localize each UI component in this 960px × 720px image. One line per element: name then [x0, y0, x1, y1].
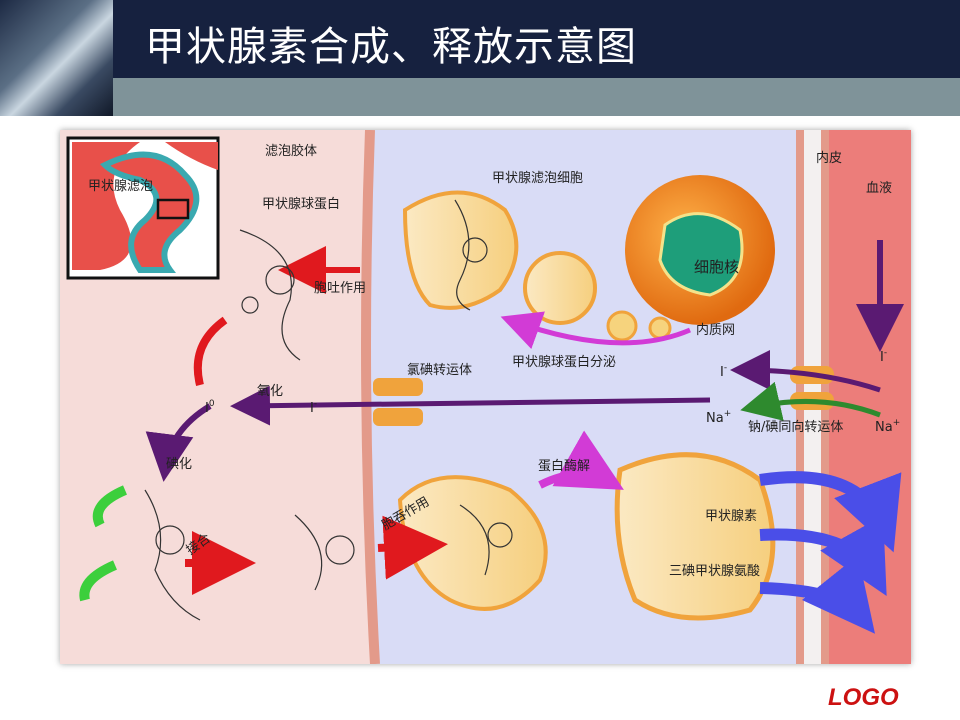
label-t3: 三碘甲状腺氨酸	[669, 564, 760, 579]
lysosome	[614, 452, 776, 621]
inset-label: 甲状腺滤泡	[88, 179, 153, 194]
oxidation-arrow	[193, 316, 228, 386]
svg-text:I-: I-	[880, 348, 887, 365]
chloride-iodide-transporter	[373, 408, 423, 426]
endocytosis-arrow	[377, 515, 448, 580]
label-thyroglobulin: 甲状腺球蛋白	[262, 196, 340, 212]
hormone-release-arrow	[759, 555, 876, 634]
label-oxidation: 氧化	[257, 384, 283, 399]
label-tg-secretion: 甲状腺球蛋白分泌	[512, 354, 616, 370]
label-thyroxine: 甲状腺素	[705, 509, 757, 524]
svg-text:I-: I-	[310, 399, 317, 416]
label-exocytosis: 胞吐作用	[314, 281, 366, 296]
iodination-arrow	[145, 403, 212, 482]
label-er: 内质网	[696, 322, 735, 338]
secretory-vesicle	[523, 251, 597, 325]
label-nis: 钠/碘同向转运体	[748, 419, 843, 435]
svg-text:Na+: Na+	[706, 409, 731, 426]
label-colloid: 滤泡胶体	[265, 143, 317, 159]
green-arrow	[92, 485, 128, 528]
ion-labels: Na+ Na+ I- I- I- I0	[205, 348, 900, 435]
svg-text:I0: I0	[205, 399, 215, 416]
header-photo	[0, 0, 113, 116]
exocytosis-vesicle	[402, 190, 519, 310]
follicle-inset: 甲状腺滤泡	[66, 136, 220, 280]
svg-text:Na+: Na+	[875, 418, 900, 435]
nis-iodide-arrow	[730, 350, 881, 393]
label-chloride-iodide-transporter: 氯碘转运体	[407, 363, 472, 378]
iodide-transport-arrow	[230, 385, 711, 426]
label-blood: 血液	[866, 181, 892, 196]
label-follicle-cell: 甲状腺滤泡细胞	[492, 171, 583, 186]
title-bar	[0, 0, 960, 78]
secretion-arrow	[500, 311, 691, 350]
subtitle-strip	[0, 78, 960, 116]
nucleus	[658, 212, 744, 297]
thyroid-diagram: 甲状腺滤泡 滤泡胶体 甲状腺滤泡细胞 内皮 血液 甲状腺球蛋	[60, 130, 911, 664]
small-vesicle	[606, 310, 638, 342]
green-arrow	[79, 560, 118, 602]
proteolysis-arrow	[538, 430, 624, 490]
label-nucleus: 细胞核	[694, 258, 739, 276]
svg-text:I-: I-	[720, 363, 727, 380]
thyroglobulin-molecule	[144, 199, 513, 621]
small-vesicle	[648, 316, 672, 340]
label-iodination: 碘化	[166, 457, 192, 472]
chloride-iodide-transporter	[373, 378, 423, 396]
label-endothelium: 内皮	[816, 150, 842, 166]
nis-sodium-arrow	[740, 381, 881, 421]
slide-title: 甲状腺素合成、释放示意图	[145, 24, 637, 70]
logo: LOGO	[828, 684, 899, 711]
label-proteolysis: 蛋白酶解	[538, 458, 590, 474]
